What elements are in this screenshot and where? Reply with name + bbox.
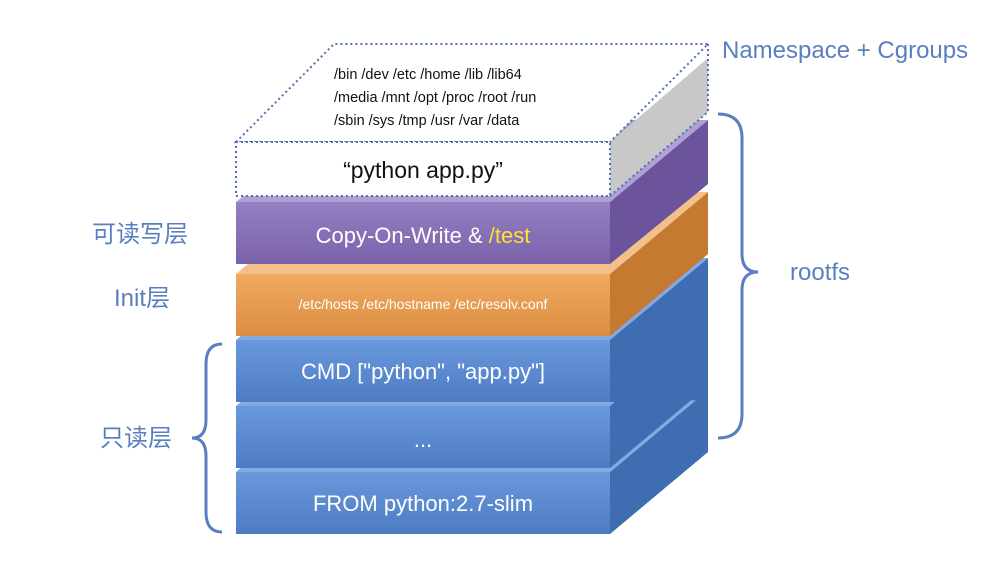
readonly-brace (191, 342, 223, 534)
dir-line-3: /sbin /sys /tmp /usr /var /data (334, 113, 520, 129)
cmd-label: CMD ["python", "app.py"] (301, 359, 545, 384)
rootfs-label: rootfs (790, 259, 850, 286)
init-layer-label: Init层 (114, 285, 170, 312)
init-label: /etc/hosts /etc/hostname /etc/resolv.con… (299, 296, 548, 312)
dir-line-2: /media /mnt /opt /proc /root /run (334, 90, 536, 106)
container-command: “python app.py” (343, 157, 503, 183)
from-label: FROM python:2.7-slim (313, 491, 533, 516)
dir-line-1: /bin /dev /etc /home /lib /lib64 (334, 67, 522, 83)
ellipsis-label: ... (414, 427, 432, 452)
cow-highlight: /test (489, 223, 531, 248)
namespace-label: Namespace + Cgroups (722, 37, 968, 64)
cow-label: Copy-On-Write & /test (316, 223, 531, 248)
rootfs-brace (717, 112, 759, 440)
ro-layer-label: 只读层 (100, 425, 172, 452)
rw-layer-label: 可读写层 (92, 221, 188, 248)
container-layer (233, 43, 711, 197)
